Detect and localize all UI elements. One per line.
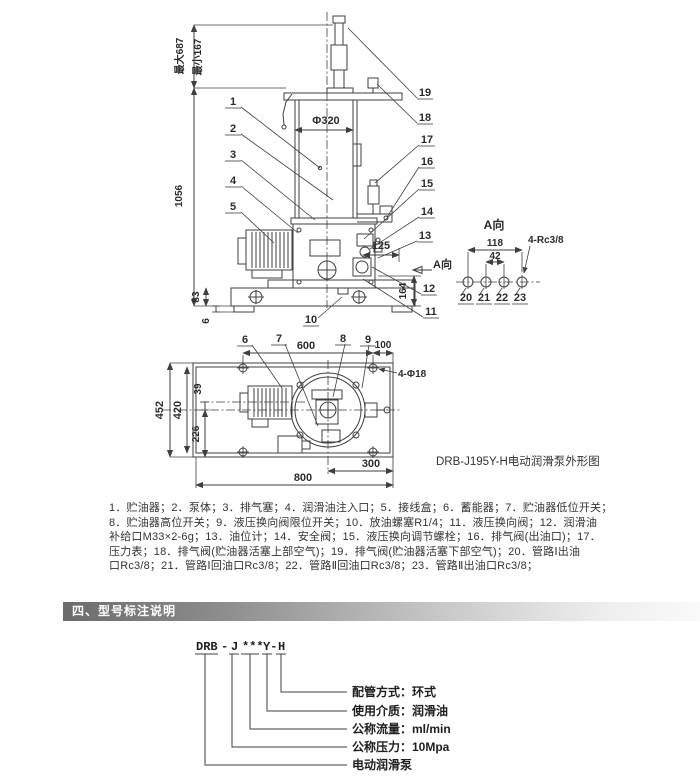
base-plate xyxy=(230,279,416,313)
dim-452: 452 xyxy=(154,401,166,419)
model-segment-pipe: H xyxy=(278,640,285,654)
parts-list-line: 补给口M33×2-6g；13．油位计；14．安全阀；15．液压换向调节螺栓；16… xyxy=(109,531,601,544)
part-label-3: 3 xyxy=(230,149,236,161)
reservoir-plan xyxy=(290,372,366,448)
parts-list-line: 压力表；18．排气阀(贮油器活塞上部空气)；19．排气阀(贮油器活塞下部空气)；… xyxy=(109,545,581,558)
dim-6: 6 xyxy=(201,318,212,324)
dim-800: 800 xyxy=(294,472,312,484)
section-header-bar: 四、型号标注说明 xyxy=(63,602,700,621)
outlet-fitting-plan xyxy=(364,402,391,418)
parts-list: 1．贮油器；2．泵体；3．排气塞；4．润滑油注入口；5．接线盒；6．蓄能器；7．… xyxy=(109,501,613,574)
dim-164: 164 xyxy=(398,282,409,299)
dim-4phi18: 4-Φ18 xyxy=(398,369,427,380)
part-label-10: 10 xyxy=(305,314,317,326)
dim-100: 100 xyxy=(375,340,392,351)
dim-300: 300 xyxy=(362,458,380,470)
dim-max-height: 最大687 xyxy=(173,37,186,74)
part-label-14: 14 xyxy=(421,206,434,218)
pump-outline-drawing: 最大687 最小167 1056 83 6 Φ320 125 164 xyxy=(154,12,564,489)
part-label-11: 11 xyxy=(425,306,437,318)
dim-39: 39 xyxy=(193,383,204,395)
thread-spec-rc38: 4-Rc3/8 xyxy=(528,235,564,246)
port-circles xyxy=(462,275,528,289)
motor xyxy=(237,229,293,279)
reservoir-flange xyxy=(283,92,403,101)
model-label-pump-type: 电动润滑泵 xyxy=(352,757,412,772)
drain-plug xyxy=(337,287,349,295)
model-label-piping: 配管方式：环式 xyxy=(352,684,436,699)
model-code: DRB - J *** Y- H xyxy=(195,640,286,655)
part-label-4: 4 xyxy=(230,175,237,187)
pump-body xyxy=(290,217,378,295)
figure-caption: DRB-J195Y-H电动润滑泵外形图 xyxy=(436,456,600,468)
model-segment-dash: - xyxy=(221,640,228,654)
parts-list-line: 8．贮油器高位开关；9．液压换向阀限位开关；10．放油螺塞R1/4；11．液压换… xyxy=(109,516,598,529)
part-label-13: 13 xyxy=(419,230,431,242)
part-label-17: 17 xyxy=(421,134,433,146)
model-callout-lines xyxy=(204,654,347,766)
oil-level-gauge xyxy=(352,143,362,167)
parts-list-line: 口Rc3/8；21．管路Ⅰ回油口Rc3/8；22．管路Ⅱ回油口Rc3/8；23．… xyxy=(109,560,539,573)
part-label-8: 8 xyxy=(340,333,346,345)
vent-valve-upper xyxy=(367,77,379,89)
model-segment-flow: *** xyxy=(242,640,264,654)
part-label-5: 5 xyxy=(230,201,236,213)
pressure-gauge xyxy=(367,179,380,214)
front-callouts-right: 19 18 17 16 15 14 13 12 11 xyxy=(347,27,439,319)
part-label-15: 15 xyxy=(421,178,433,190)
model-segment-medium: J xyxy=(231,640,238,654)
part-label-1: 1 xyxy=(230,96,236,108)
dim-min-height: 最小167 xyxy=(191,38,204,75)
port-label-20: 20 xyxy=(460,292,472,304)
front-dimensions: 最大687 最小167 1056 83 6 Φ320 125 164 xyxy=(173,24,452,324)
port-label-23: 23 xyxy=(514,292,526,304)
dim-118: 118 xyxy=(487,238,504,249)
part-label-7: 7 xyxy=(276,333,282,345)
dim-226: 226 xyxy=(191,425,202,442)
front-view: 最大687 最小167 1056 83 6 Φ320 125 164 xyxy=(173,12,452,327)
dim-83: 83 xyxy=(191,291,202,303)
reservoir-cylinder xyxy=(294,100,362,218)
dim-42: 42 xyxy=(489,251,501,262)
top-view: 6 7 8 9 600 100 4-Φ18 452 420 xyxy=(154,333,427,489)
part-label-2: 2 xyxy=(230,123,236,135)
part-label-6: 6 xyxy=(242,334,248,346)
part-label-12: 12 xyxy=(423,283,435,295)
dim-1056: 1056 xyxy=(174,184,185,207)
model-designation-diagram: DRB - J *** Y- H 配管方式：环式 使用介质：润滑油 公称流量：m… xyxy=(195,640,451,772)
front-callouts-left: 1 2 3 4 5 10 xyxy=(225,96,343,327)
port-label-22: 22 xyxy=(496,292,508,304)
junction-box-plan xyxy=(277,435,303,454)
a-view: A向 118 42 4-Rc3/8 20 21 22 23 xyxy=(456,217,564,305)
reservoir-piston-indicator xyxy=(326,15,354,94)
model-label-pressure: 公称压力：10Mpa xyxy=(352,739,450,754)
dim-600: 600 xyxy=(297,340,315,352)
a-view-arrow-label: A向 xyxy=(433,257,452,271)
part-label-16: 16 xyxy=(421,156,433,168)
section-title: 四、型号标注说明 xyxy=(72,604,177,618)
model-label-flow: 公称流量：ml/min xyxy=(352,721,451,736)
side-bracket xyxy=(357,205,393,223)
fill-lever xyxy=(282,93,293,126)
model-callout-labels: 配管方式：环式 使用介质：润滑油 公称流量：ml/min 公称压力：10Mpa … xyxy=(351,684,451,772)
part-label-19: 19 xyxy=(419,87,431,99)
a-view-arrow-icon xyxy=(411,265,423,275)
port-label-21: 21 xyxy=(478,292,490,304)
motor-plan xyxy=(239,385,293,428)
parts-list-line: 1．贮油器；2．泵体；3．排气塞；4．润滑油注入口；5．接线盒；6．蓄能器；7．… xyxy=(109,502,613,514)
dim-125: 125 xyxy=(372,240,390,252)
part-label-18: 18 xyxy=(419,112,431,124)
model-segment-oil: Y- xyxy=(263,640,277,654)
dim-phi320: Φ320 xyxy=(312,115,339,127)
model-label-medium: 使用介质：润滑油 xyxy=(351,703,448,718)
model-segment-series: DRB xyxy=(196,640,218,654)
top-dimensions: 600 100 4-Φ18 452 420 39 226 300 xyxy=(154,340,427,489)
dim-420: 420 xyxy=(172,401,184,419)
part-label-9: 9 xyxy=(365,334,371,346)
a-view-title: A向 xyxy=(484,217,505,232)
